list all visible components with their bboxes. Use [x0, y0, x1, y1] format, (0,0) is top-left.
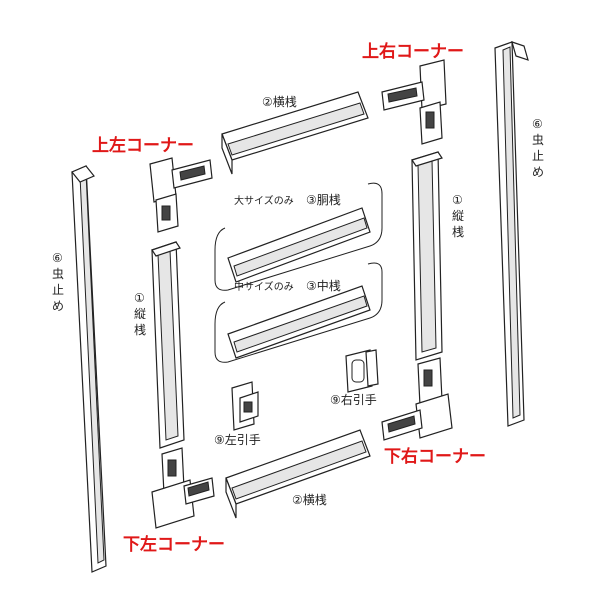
right-stile-char: 縦: [452, 209, 464, 223]
middle-rail-group: [214, 262, 383, 363]
left-insect-stop-label: ⑥ 虫 止 め: [52, 251, 64, 313]
upper-left-corner-label: 上左コーナー: [92, 135, 194, 156]
left-insect-stop-char: 虫: [52, 267, 64, 281]
right-insect-stop-char: め: [532, 165, 544, 179]
waist-rail-note: 大サイズのみ: [234, 194, 294, 207]
right-insect-stop-char: ⑥: [532, 117, 543, 131]
lower-left-corner-label: 下左コーナー: [123, 534, 225, 555]
left-stile-char: 桟: [134, 323, 146, 337]
right-handle-label: ⑨右引手: [330, 392, 377, 407]
left-insect-stop-char: め: [52, 299, 64, 313]
right-handle-part: [345, 349, 379, 393]
middle-rail-label: ③中桟: [306, 278, 341, 293]
top-rail-label: ②横桟: [262, 95, 297, 109]
upper-right-corner-label: 上右コーナー: [362, 41, 464, 62]
right-insect-stop-strip: [494, 41, 529, 427]
waist-rail-label: ③胴桟: [306, 193, 341, 207]
right-stile-part: [411, 151, 443, 361]
left-insect-stop-char: ⑥: [52, 251, 63, 265]
right-stile-label: ① 縦 桟: [452, 193, 464, 239]
right-insect-stop-char: 止: [532, 149, 544, 163]
upper-right-corner-piece: [381, 59, 447, 145]
lower-right-corner-piece: [381, 357, 453, 441]
upper-left-corner-piece: [149, 157, 213, 233]
left-insect-stop-char: 止: [52, 283, 64, 297]
right-stile-char: ①: [452, 193, 463, 207]
middle-rail-note: 中サイズのみ: [234, 280, 294, 293]
left-stile-char: 縦: [134, 307, 146, 321]
right-stile-char: 桟: [452, 225, 464, 239]
left-stile-char: ①: [134, 291, 145, 305]
waist-rail-group: [214, 182, 383, 291]
left-handle-part: [231, 381, 259, 431]
left-stile-part: [151, 241, 185, 449]
bottom-rail-label: ②横桟: [292, 493, 327, 507]
right-insect-stop-char: 虫: [532, 133, 544, 147]
right-insect-stop-label: ⑥ 虫 止 め: [532, 117, 544, 179]
left-handle-label: ⑨左引手: [214, 432, 261, 447]
left-stile-label: ① 縦 桟: [134, 291, 146, 337]
left-insect-stop-strip: [71, 165, 107, 573]
lower-left-corner-piece: [151, 447, 215, 529]
lower-right-corner-label: 下右コーナー: [384, 446, 486, 467]
top-rail-part: [221, 91, 369, 175]
bottom-rail-part: [225, 429, 371, 519]
